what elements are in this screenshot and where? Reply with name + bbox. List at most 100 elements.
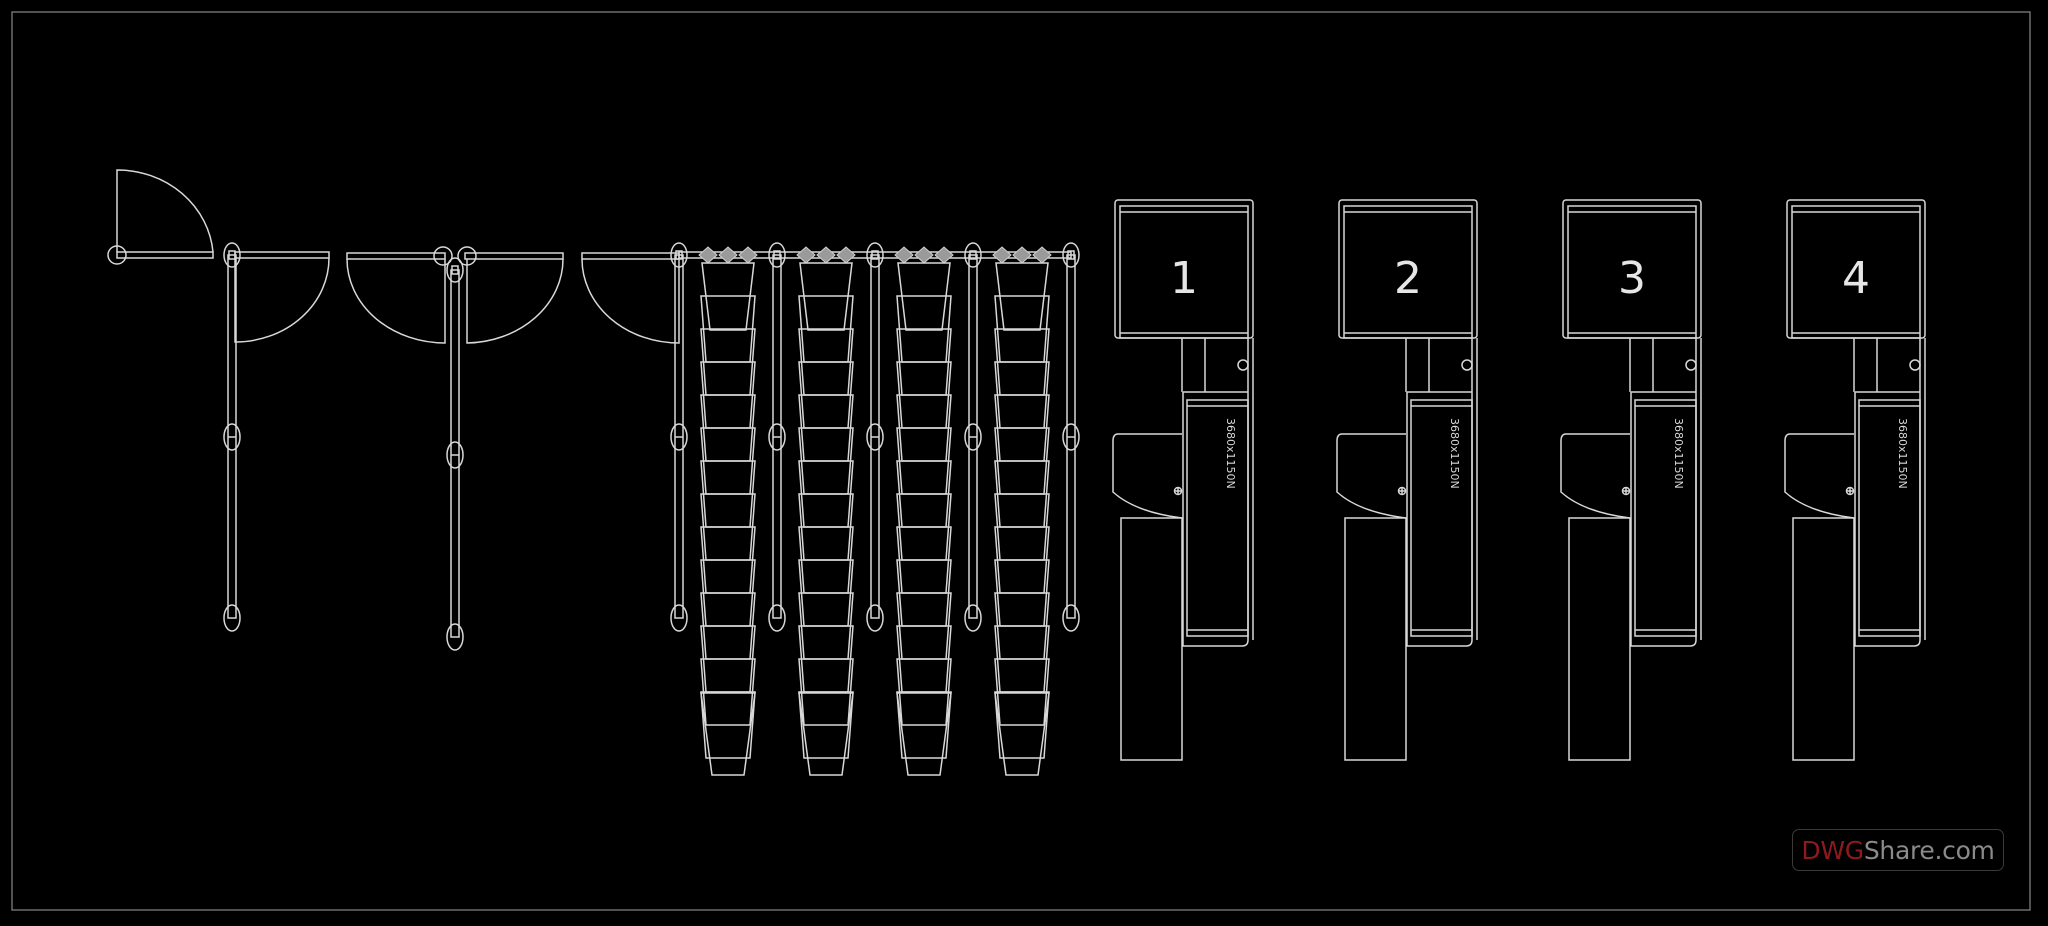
brochure-pocket-bottom	[700, 692, 756, 776]
kiosk-side-wing	[1560, 433, 1631, 519]
post	[1062, 242, 1080, 632]
door-swing-arc	[581, 258, 680, 344]
kiosk-button-icon	[1685, 359, 1697, 371]
post-cap-top	[1062, 242, 1080, 268]
hinge-left-icon	[433, 246, 453, 266]
door-leaf-right	[464, 252, 564, 260]
door-swing-arc-right	[466, 258, 564, 344]
post-cap-mark	[773, 250, 781, 260]
kiosk-dimension-label: 3680x1150N	[1672, 418, 1685, 489]
kiosk-body-outer	[1630, 338, 1697, 647]
kiosk-screen-inner	[1791, 205, 1921, 339]
post-cap-bottom	[446, 623, 464, 651]
kiosk-base	[1120, 517, 1183, 761]
post-cap-bottom	[768, 604, 786, 632]
kiosk-base	[1792, 517, 1855, 761]
pocket-back	[995, 262, 1049, 331]
rack-diamond-icon	[836, 246, 856, 264]
kiosk-screen-inner	[1119, 205, 1249, 339]
kiosk-dimension-label: 3680x1150N	[1448, 418, 1461, 489]
kiosk-units: 13680x1150N23680x1150N33680x1150N43680x1…	[1112, 199, 1926, 761]
brochure-pocket	[798, 691, 854, 759]
post-connector	[446, 441, 464, 469]
post-cap-bottom	[964, 604, 982, 632]
post-cap-mark	[451, 265, 459, 275]
post-cap-mark	[1067, 250, 1075, 260]
post-connector	[1062, 423, 1080, 451]
post-cap-top	[866, 242, 884, 268]
post-cap-bottom	[1062, 604, 1080, 632]
brochure-column	[894, 246, 954, 776]
kiosk-side-wing	[1112, 433, 1183, 519]
double-door-with-post	[346, 246, 564, 651]
kiosk-body-outer	[1854, 338, 1921, 647]
post-cap-mark	[675, 250, 683, 260]
door-leaf-left	[346, 252, 446, 260]
post-cap-mark	[871, 250, 879, 260]
brochure-pocket-bottom	[994, 692, 1050, 776]
kiosk-button-icon	[1237, 359, 1249, 371]
post-connector	[768, 423, 786, 451]
brochure-column	[698, 246, 758, 776]
brochure-pocket-bottom	[798, 692, 854, 776]
post	[446, 257, 464, 651]
door-before-rack	[581, 252, 680, 344]
kiosk-inner-panel	[1410, 399, 1473, 637]
watermark-dwg: DWG	[1801, 835, 1864, 865]
single-door-with-post	[223, 242, 330, 632]
post-cap-bottom	[670, 604, 688, 632]
brochure-column	[796, 246, 856, 776]
post-connector	[670, 423, 688, 451]
pocket-back	[799, 262, 853, 331]
kiosk-side-wing	[1336, 433, 1407, 519]
door-assemblies	[107, 169, 680, 651]
kiosk-dimension-label: 3680x1150N	[1224, 418, 1237, 489]
post-cap-top	[964, 242, 982, 268]
post-cap-top	[223, 242, 241, 268]
kiosk-body-outer	[1182, 338, 1249, 647]
kiosk-side-wing	[1784, 433, 1855, 519]
kiosk-body-outer	[1406, 338, 1473, 647]
post	[670, 242, 688, 632]
kiosk-inner-panel	[1634, 399, 1697, 637]
post	[964, 242, 982, 632]
post	[866, 242, 884, 632]
rack-diamond-icon	[698, 246, 718, 264]
brochure-column	[992, 246, 1052, 776]
door-leaf	[234, 251, 330, 259]
post-cap-top	[446, 257, 464, 283]
kiosk-unit: 4 3680x1150N	[1784, 199, 1926, 761]
brochure-pocket-bottom	[896, 692, 952, 776]
rack-diamond-icon	[894, 246, 914, 264]
kiosk-button-icon	[1909, 359, 1921, 371]
kiosk-screen-inner	[1567, 205, 1697, 339]
kiosk-button-icon	[1461, 359, 1473, 371]
post	[768, 242, 786, 632]
post-cap-mark	[969, 250, 977, 260]
single-door-swing	[107, 169, 214, 265]
post-cap-top	[670, 242, 688, 268]
watermark-share: Share.com	[1863, 835, 1995, 865]
rack-diamond-icon	[914, 246, 934, 264]
post-connector	[223, 423, 241, 451]
pocket-back	[897, 262, 951, 331]
kiosk-inner-panel	[1858, 399, 1921, 637]
brochure-pocket	[700, 691, 756, 759]
door-leaf	[581, 252, 680, 260]
kiosk-dimension-label: 3680x1150N	[1896, 418, 1909, 489]
post-cap-bottom	[223, 604, 241, 632]
door-leaf	[116, 251, 214, 259]
kiosk-base	[1568, 517, 1631, 761]
rack-diamond-icon	[718, 246, 738, 264]
kiosk-base	[1344, 517, 1407, 761]
rack-diamond-icon	[934, 246, 954, 264]
post-cap-bottom	[866, 604, 884, 632]
brochure-pocket	[994, 691, 1050, 759]
kiosk-number: 2	[1394, 253, 1422, 304]
kiosk-inner-panel	[1186, 399, 1249, 637]
rack-diamond-icon	[1012, 246, 1032, 264]
kiosk-number: 4	[1842, 253, 1870, 304]
